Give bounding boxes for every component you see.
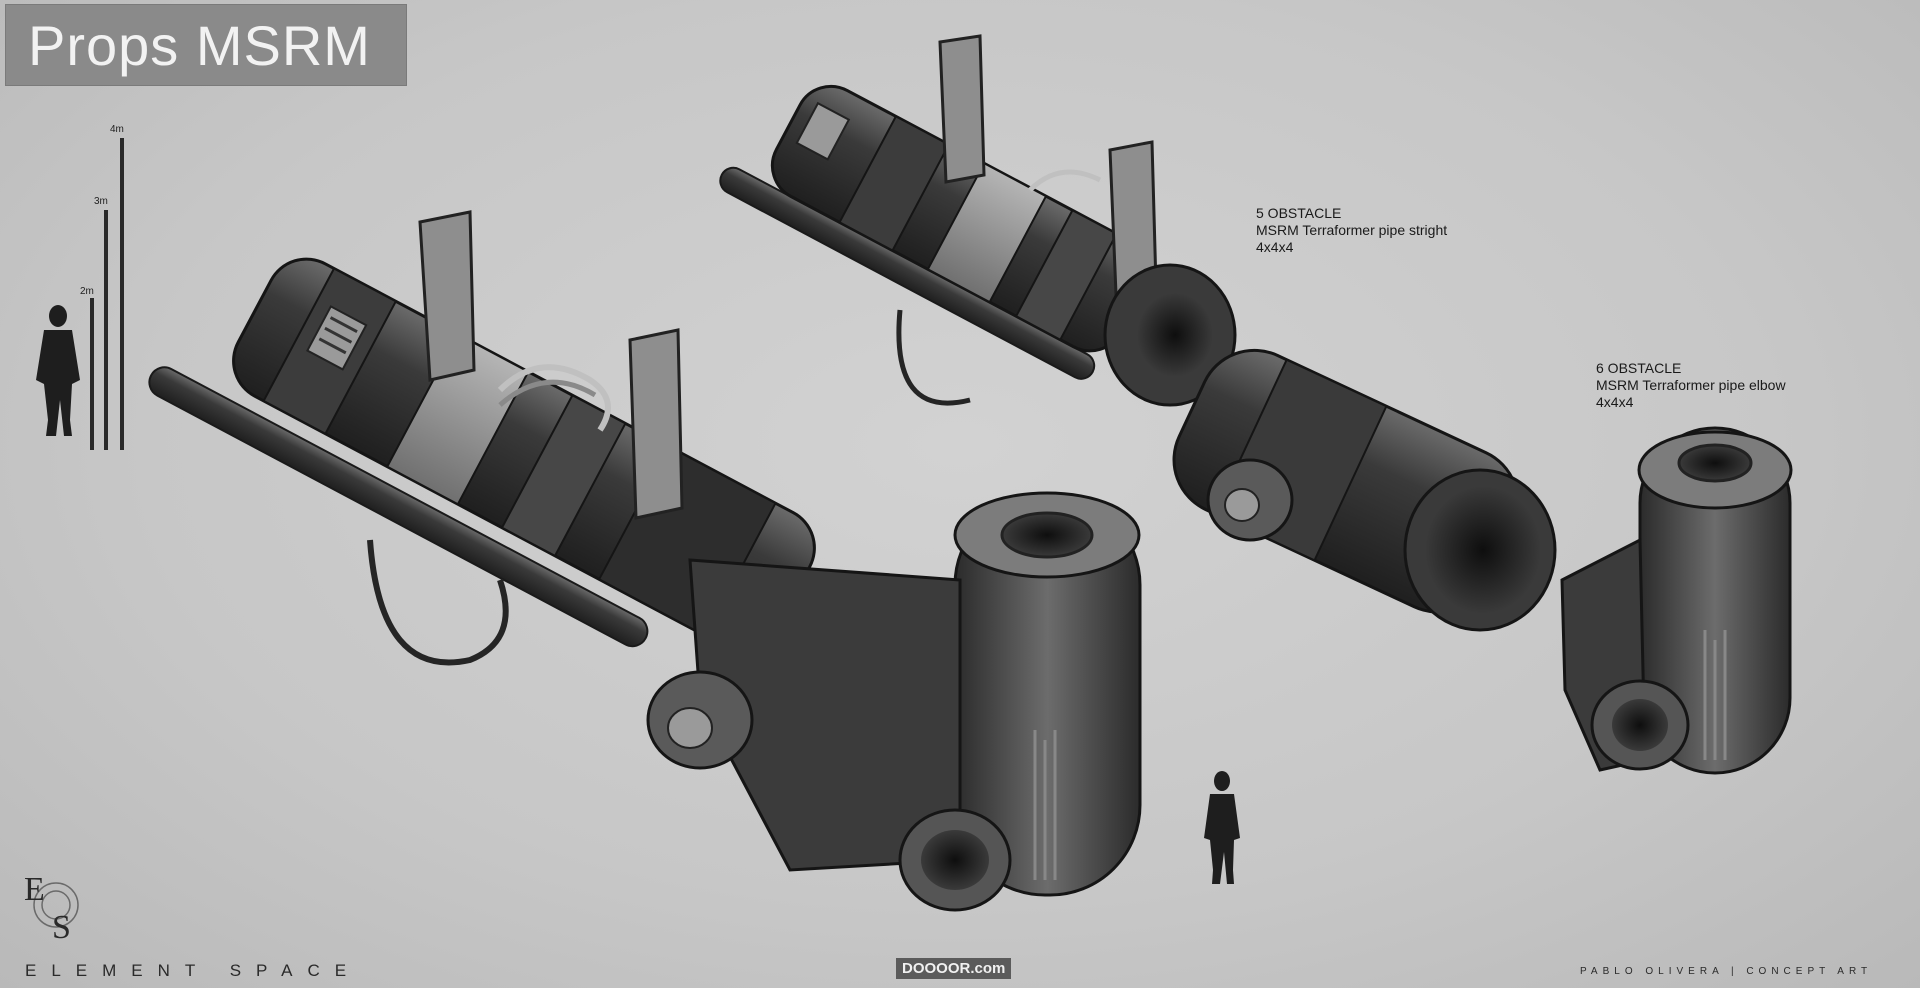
logo-letter-s: S <box>52 909 71 946</box>
watermark: DOOOOR.com <box>896 958 1012 979</box>
obstacle-5-label: 5 OBSTACLE MSRM Terraformer pipe stright… <box>1256 205 1447 256</box>
human-silhouette-center <box>1204 771 1240 884</box>
obstacle-6-number: 6 OBSTACLE <box>1596 360 1682 376</box>
pipe-straight-angled-illustration <box>1172 348 1557 632</box>
artist-credit: PABLO OLIVERA | CONCEPT ART <box>1580 966 1873 977</box>
scale-bars <box>90 138 124 450</box>
obstacle-5-illustration <box>719 34 1237 407</box>
page-title: Props MSRM <box>28 14 371 77</box>
obstacle-5-size: 4x4x4 <box>1256 239 1294 255</box>
obstacle-6-size: 4x4x4 <box>1596 394 1634 410</box>
main-pipe-illustration <box>148 210 1142 912</box>
obstacle-6-illustration <box>1560 426 1793 775</box>
title-box: Props MSRM <box>5 4 407 86</box>
scale-label-4m: 4m <box>110 124 124 135</box>
scale-label-3m: 3m <box>94 196 108 207</box>
obstacle-5-number: 5 OBSTACLE <box>1256 205 1342 221</box>
human-silhouette-left <box>36 305 80 436</box>
scale-label-2m: 2m <box>80 286 94 297</box>
brand-name: ELEMENT SPACE <box>25 961 362 980</box>
obstacle-6-label: 6 OBSTACLE MSRM Terraformer pipe elbow 4… <box>1596 360 1786 411</box>
element-space-logo: E S <box>24 871 79 946</box>
logo-letter-e: E <box>24 871 45 908</box>
obstacle-6-name: MSRM Terraformer pipe elbow <box>1596 377 1786 393</box>
obstacle-5-name: MSRM Terraformer pipe stright <box>1256 222 1448 238</box>
